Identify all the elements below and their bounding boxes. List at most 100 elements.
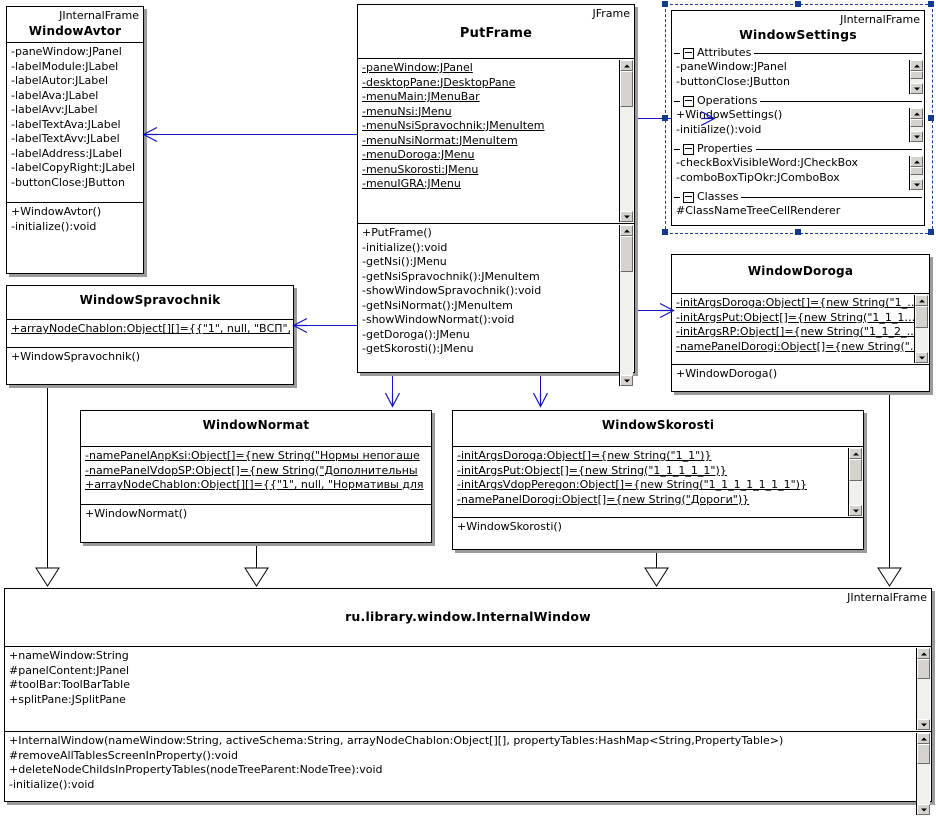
- scroll-up-button[interactable]: [910, 60, 923, 71]
- class-box-put-frame[interactable]: JFrame PutFrame -paneWindow:JPanel -desk…: [357, 4, 635, 386]
- scrollbar-thumb[interactable]: [849, 459, 862, 481]
- arrowhead-right-windowdoroga: [659, 302, 675, 319]
- attributes-compartment: -paneWindow:JPanel -labelModule:JLabel -…: [7, 43, 143, 203]
- collapse-toggle-icon[interactable]: [683, 95, 694, 107]
- operation-row: -getDoroga():JMenu: [362, 327, 470, 341]
- operation-row: +WindowAvtor(): [11, 205, 102, 218]
- collapse-toggle-icon[interactable]: [683, 191, 694, 203]
- scroll-up-button[interactable]: [620, 225, 633, 236]
- attribute-row: -menuNsi:JMenu: [362, 104, 452, 118]
- scrollbar-track[interactable]: [917, 679, 930, 719]
- properties-compartment: -checkBoxVisibleWord:JCheckBox -comboBox…: [672, 156, 924, 190]
- connector-putframe-windowskorosti: [540, 372, 541, 402]
- class-header-put-frame: JFrame PutFrame: [358, 5, 634, 59]
- attribute-row: -menuSkorosti:JMenu: [362, 162, 479, 176]
- scrollbar-track[interactable]: [917, 764, 930, 804]
- selection-handle-bottom-right[interactable]: [928, 229, 934, 235]
- scrollbar-thumb[interactable]: [915, 306, 928, 328]
- attributes-scrollbar[interactable]: [914, 295, 928, 363]
- operations-compartment: +WindowSkorosti(): [453, 518, 863, 564]
- arrowhead-right-windowsettings: [700, 110, 716, 127]
- collapse-toggle-icon[interactable]: [683, 143, 694, 155]
- operations-compartment: +WindowSettings() -initialize():void: [672, 108, 924, 142]
- operations-scrollbar[interactable]: [916, 733, 930, 815]
- class-box-window-spravochnik[interactable]: WindowSpravochnik +arrayNodeChablon:Obje…: [6, 285, 294, 385]
- scrollbar-track[interactable]: [915, 328, 928, 352]
- selection-handle-top-left[interactable]: [662, 1, 668, 7]
- operations-compartment: +WindowDoroga(): [672, 365, 929, 406]
- scroll-up-button[interactable]: [910, 156, 923, 167]
- selection-handle-top-right[interactable]: [928, 1, 934, 7]
- scrollbar-track[interactable]: [620, 272, 633, 375]
- selection-handle-middle-right[interactable]: [928, 115, 934, 121]
- scroll-down-button[interactable]: [910, 131, 923, 142]
- scroll-up-button[interactable]: [910, 108, 923, 119]
- scroll-down-button[interactable]: [917, 804, 930, 815]
- attributes-scrollbar[interactable]: [619, 60, 633, 222]
- scrollbar-thumb[interactable]: [910, 167, 923, 175]
- scroll-up-button[interactable]: [917, 733, 930, 744]
- scrollbar-track[interactable]: [620, 107, 633, 211]
- class-box-window-normat[interactable]: WindowNormat -namePanelAnpKsi:Object[]={…: [80, 410, 432, 543]
- group-header-properties[interactable]: Properties: [672, 142, 924, 156]
- properties-scrollbar[interactable]: [909, 156, 923, 190]
- scroll-down-button[interactable]: [915, 352, 928, 363]
- scrollbar-thumb[interactable]: [620, 236, 633, 272]
- group-header-attributes[interactable]: Attributes: [672, 46, 924, 60]
- scrollbar-track[interactable]: [910, 127, 923, 131]
- attribute-row: -labelCopyRight:JLabel: [11, 161, 136, 174]
- class-row: #ClassNameTreeCellRenderer: [676, 204, 841, 217]
- scroll-down-button[interactable]: [917, 719, 930, 730]
- scroll-up-button[interactable]: [917, 648, 930, 659]
- attribute-row: -initArgsPut:Object[]={new String("1_1_1…: [676, 310, 916, 324]
- attribute-row: -namePanelDorogi:Object[]={new String("Д…: [457, 492, 750, 506]
- class-box-window-avtor[interactable]: JInternalFrame WindowAvtor -paneWindow:J…: [6, 6, 144, 274]
- scrollbar-track[interactable]: [910, 175, 923, 179]
- operation-row: -getNsiNormat():JMenuItem: [362, 298, 513, 312]
- attributes-scrollbar[interactable]: [909, 60, 923, 94]
- scroll-down-button[interactable]: [910, 179, 923, 190]
- operations-scrollbar[interactable]: [909, 108, 923, 142]
- group-header-classes[interactable]: Classes: [672, 190, 924, 204]
- class-header-window-normat: WindowNormat: [81, 411, 431, 447]
- scroll-down-button[interactable]: [620, 375, 633, 386]
- attributes-compartment: -paneWindow:JPanel -desktopPane:JDesktop…: [358, 59, 634, 224]
- attribute-row: +nameWindow:String: [9, 649, 129, 662]
- scrollbar-thumb[interactable]: [917, 744, 930, 764]
- scrollbar-thumb[interactable]: [910, 119, 923, 127]
- attributes-scrollbar[interactable]: [916, 648, 930, 730]
- scroll-down-button[interactable]: [910, 83, 923, 94]
- selection-handle-middle-left[interactable]: [662, 115, 668, 121]
- attribute-row: -menuNsiSpravochnik:JMenuItem: [362, 119, 545, 132]
- collapse-toggle-icon[interactable]: [683, 47, 694, 59]
- arrowhead-left-windowspravochnik: [292, 317, 308, 334]
- scroll-up-button[interactable]: [620, 60, 633, 71]
- scrollbar-thumb[interactable]: [910, 71, 923, 79]
- attribute-row: -buttonClose:JButton: [11, 175, 126, 189]
- attribute-row: -labelTextAvv:JLabel: [11, 132, 120, 145]
- inheritance-triangle-spravochnik: [35, 567, 60, 587]
- class-box-window-skorosti[interactable]: WindowSkorosti -initArgsDoroga:Object[]=…: [452, 410, 864, 550]
- operation-row: -initialize():void: [11, 219, 97, 233]
- scrollbar-track[interactable]: [849, 481, 862, 505]
- scroll-up-button[interactable]: [849, 448, 862, 459]
- attribute-row: #panelContent:JPanel: [9, 663, 130, 677]
- operation-row: -getNsiSpravochnik():JMenuItem: [362, 269, 540, 283]
- operations-scrollbar[interactable]: [619, 225, 633, 386]
- class-box-window-doroga[interactable]: WindowDoroga -initArgsDoroga:Object[]={n…: [671, 254, 930, 392]
- scrollbar-thumb[interactable]: [917, 659, 930, 679]
- scroll-up-button[interactable]: [915, 295, 928, 306]
- selection-handle-top-center[interactable]: [795, 1, 801, 7]
- scrollbar-thumb[interactable]: [620, 71, 633, 107]
- selection-handle-bottom-center[interactable]: [795, 229, 801, 235]
- class-box-internal-window[interactable]: JInternalFrame ru.library.window.Interna…: [4, 588, 932, 815]
- scrollbar-track[interactable]: [910, 79, 923, 83]
- attributes-scrollbar[interactable]: [848, 448, 862, 516]
- selection-handle-bottom-left[interactable]: [662, 229, 668, 235]
- group-header-operations[interactable]: Operations: [672, 94, 924, 108]
- operation-row: -getSkorosti():JMenu: [362, 342, 474, 355]
- attribute-row: -initArgsRP:Object[]={new String("1_1_2_…: [676, 325, 918, 338]
- scroll-down-button[interactable]: [849, 505, 862, 516]
- scroll-down-button[interactable]: [620, 211, 633, 222]
- attribute-row: -labelAddress:JLabel: [11, 146, 123, 160]
